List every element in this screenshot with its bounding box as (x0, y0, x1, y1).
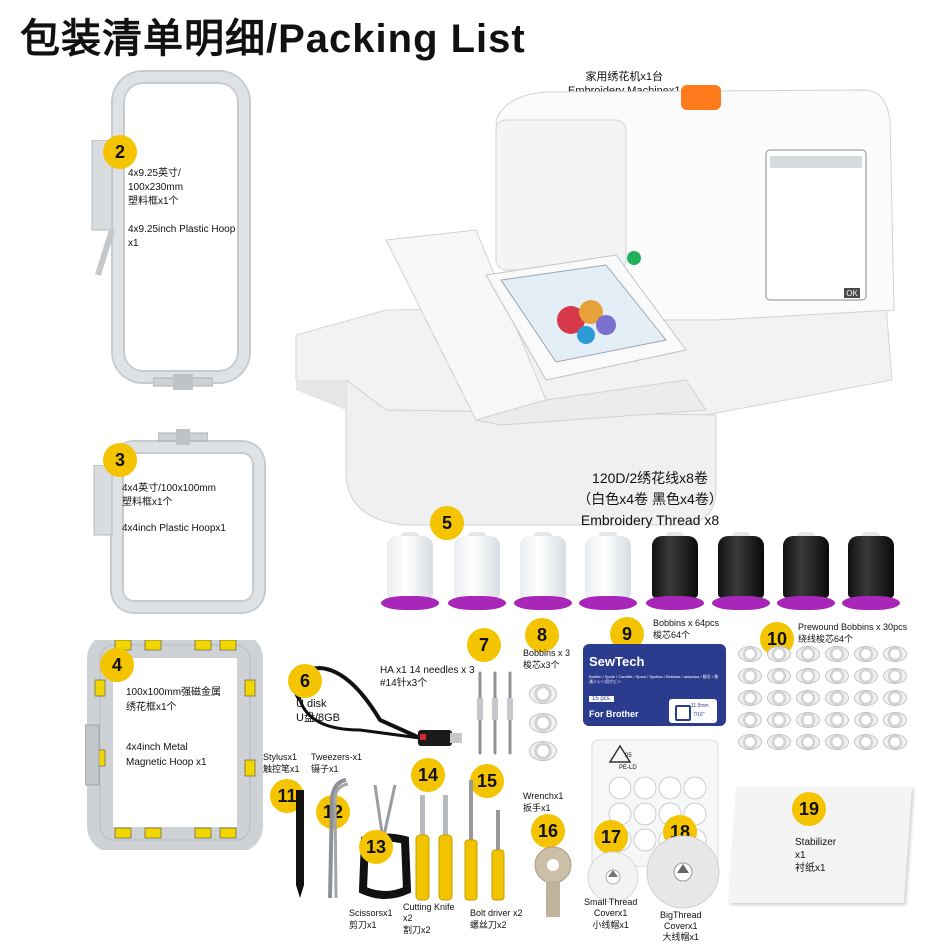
sewtech-for-brother: For Brother (589, 709, 639, 719)
prewound-bobbin (767, 690, 791, 706)
tweezers (328, 778, 349, 899)
small-thread-cover (587, 851, 639, 903)
bobbins3-label: Bobbins x 3 梭芯x3个 (523, 648, 571, 670)
needles-image (477, 671, 513, 755)
prewound-bobbin (825, 690, 849, 706)
thread-label: 120D/2绣花线x8卷 （白色x4卷 黑色x4卷） Embroidery Th… (577, 470, 723, 528)
sewtech-bobbin-card: SewTech Bobbin / Spule / Canette / Spool… (583, 644, 726, 726)
prewound-bobbin (854, 712, 878, 728)
hoop-large-label: 4x9.25英寸/ 100x230mm 塑料框x1个 4x9.25inch Pl… (128, 168, 236, 249)
prewound-label: Prewound Bobbins x 30pcs 绕线梭芯64个 (798, 622, 908, 644)
prewound-bobbin (767, 712, 791, 728)
prewound-bobbin (738, 734, 762, 750)
badge-16: 16 (531, 814, 565, 848)
prewound-bobbins-grid (738, 646, 918, 756)
prewound-bobbin (738, 668, 762, 684)
page-title: 包装清单明细/Packing List (20, 17, 526, 61)
small-cover-label: Small Thread Coverx1 小线帽x1 (584, 897, 638, 930)
hoop-large-screw (153, 374, 213, 390)
prewound-bobbin (883, 646, 907, 662)
badge-6: 6 (288, 664, 322, 698)
big-cover-label: BigThread Coverx1 大线帽x1 (660, 910, 702, 942)
cutting-knife-label: Cutting Knife x2 割刀x2 (403, 902, 455, 935)
wrench (534, 846, 572, 917)
cutting-knives (415, 795, 453, 901)
prewound-bobbin (825, 712, 849, 728)
sewtech-size-in: 7/16" (693, 712, 705, 718)
prewound-bobbin (796, 668, 820, 684)
sewtech-size-mm: 11.5mm (691, 703, 709, 709)
badge-13: 13 (359, 830, 393, 864)
badge-14: 14 (411, 758, 445, 792)
bolt-driver-label: Bolt driver x2 螺丝刀x2 (470, 908, 523, 930)
badge-5: 5 (430, 506, 464, 540)
needles-label: HA x1 14 needles x 3 #14针x3个 (380, 665, 475, 689)
badge-7: 7 (467, 628, 501, 662)
recycle-mark: PE-LD (619, 765, 637, 771)
thread-spool-white-4 (579, 532, 637, 610)
prewound-bobbin (796, 712, 820, 728)
screwdrivers (464, 780, 505, 901)
thread-spool-black-1 (646, 532, 704, 610)
prewound-bobbin (767, 668, 791, 684)
prewound-bobbin (738, 690, 762, 706)
magnetic-hoop-label: 100x100mm强磁金属 绣花框x1个 4x4inch Metal Magne… (126, 687, 222, 768)
bobbins64-label: Bobbins x 64pcs 梭芯64个 (653, 618, 720, 640)
thread-spool-black-3 (777, 532, 835, 610)
big-thread-cover (646, 835, 720, 909)
bobbin-clear-2 (529, 713, 557, 733)
sewtech-desc: Bobbin / Spule / Canette / Spool / Spoli… (589, 674, 719, 685)
badge-17: 17 (594, 820, 628, 854)
magnetic-metal-hoop (85, 640, 263, 850)
prewound-bobbin (796, 646, 820, 662)
screen-ok-text: OK (846, 289, 858, 298)
thread-spool-black-4 (842, 532, 900, 610)
stylus-pen (296, 790, 304, 898)
badge-3: 3 (103, 443, 137, 477)
plastic-hoop-small (112, 442, 264, 612)
prewound-bobbin (796, 690, 820, 706)
prewound-bobbin (825, 646, 849, 662)
bobbin-clear-1 (529, 684, 557, 704)
prewound-bobbin (883, 712, 907, 728)
sewtech-brand: SewTech (589, 654, 645, 669)
badge-8: 8 (525, 618, 559, 652)
thread-spool-black-2 (712, 532, 770, 610)
prewound-bobbin (738, 712, 762, 728)
bobbin-clear-3 (529, 741, 557, 761)
prewound-bobbin (854, 690, 878, 706)
thread-spool-white-2 (448, 532, 506, 610)
stylus-label: Stylusx1 触控笔x1 (263, 752, 300, 774)
prewound-bobbin (767, 646, 791, 662)
badge-4: 4 (100, 648, 134, 682)
thread-spool-white-3 (514, 532, 572, 610)
hoop-small-screw (158, 429, 208, 445)
udisk-label: U disk U盘/8GB (296, 698, 341, 725)
prewound-bobbin (854, 668, 878, 684)
badge-19: 19 (792, 792, 826, 826)
recycle-code: 05 (625, 753, 632, 759)
hoop-small-bracket (93, 465, 113, 536)
prewound-bobbin (825, 668, 849, 684)
prewound-bobbin (738, 646, 762, 662)
prewound-bobbin (854, 646, 878, 662)
scissors-label: Scissorsx1 剪刀x1 (349, 908, 393, 930)
prewound-bobbin (767, 734, 791, 750)
prewound-bobbin (883, 690, 907, 706)
prewound-bobbin (883, 734, 907, 750)
prewound-bobbin (883, 668, 907, 684)
prewound-bobbin (796, 734, 820, 750)
stabilizer-label: Stabilizer x1 衬纸x1 (795, 837, 837, 874)
prewound-bobbin (825, 734, 849, 750)
thread-spool-white-1 (381, 532, 439, 610)
sewtech-pcs: 15 pcs. (589, 696, 615, 702)
tweezers-label: Tweezers-x1 镊子x1 (311, 752, 363, 774)
wrench-label: Wrenchx1 扳手x1 (523, 791, 564, 813)
badge-15: 15 (470, 764, 504, 798)
hoop-small-label: 4x4英寸/100x100mm 塑料框x1个 4x4inch Plastic H… (122, 483, 226, 534)
badge-2: 2 (103, 135, 137, 169)
embroidery-machine-image: OK (295, 85, 895, 526)
prewound-bobbin (854, 734, 878, 750)
